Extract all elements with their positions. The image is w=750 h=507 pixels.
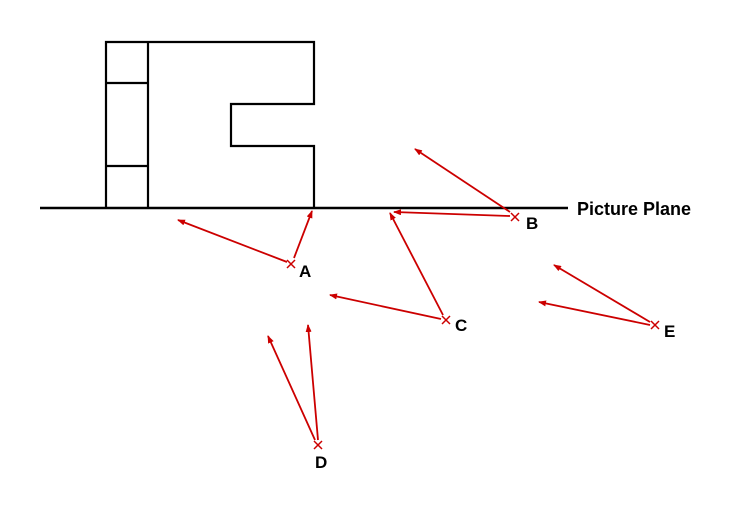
viewpoint-a-cross-icon <box>286 259 296 269</box>
viewpoint-label-d: D <box>315 453 327 472</box>
viewpoint-markers <box>286 212 660 450</box>
viewpoint-label-a: A <box>299 262 311 281</box>
picture-plane-label: Picture Plane <box>577 199 691 219</box>
sight-rays <box>177 148 651 441</box>
object-plan <box>104 40 316 208</box>
viewpoint-e-cross-icon <box>650 320 660 330</box>
viewpoint-d-cross-icon <box>313 440 323 450</box>
viewpoint-label-e: E <box>664 322 675 341</box>
viewpoint-label-c: C <box>455 316 467 335</box>
viewpoint-c-cross-icon <box>441 315 451 325</box>
viewpoint-label-b: B <box>526 214 538 233</box>
viewpoint-b-cross-icon <box>510 212 520 222</box>
